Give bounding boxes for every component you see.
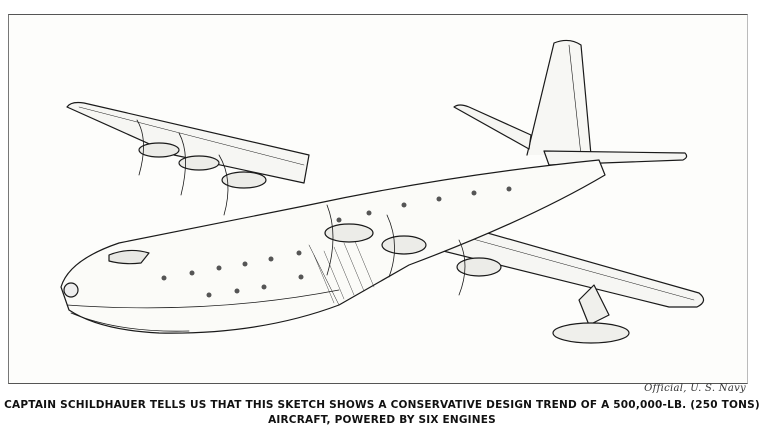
- figure-frame: [8, 14, 748, 384]
- far-wing: [66, 101, 310, 184]
- flying-boat-sketch: [60, 39, 705, 344]
- wing-float: [578, 284, 610, 326]
- photo-credit: Official, U. S. Navy: [644, 383, 746, 394]
- horizontal-stabilizer: [453, 104, 532, 150]
- caption-line-1: CAPTAIN SCHILDHAUER TELLS US THAT THIS S…: [4, 399, 760, 411]
- tail-fin: [526, 39, 592, 156]
- caption-line-2: AIRCRAFT, POWERED BY SIX ENGINES: [268, 414, 496, 426]
